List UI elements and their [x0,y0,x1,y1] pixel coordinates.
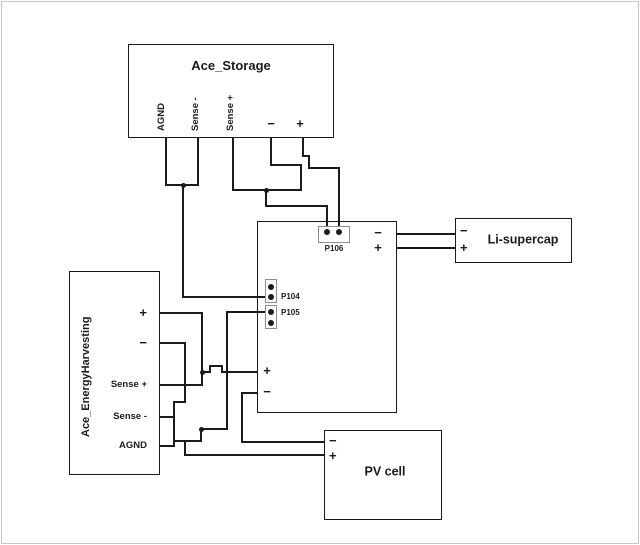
harvesting-pin-sense-minus: Sense - [113,411,147,423]
wire-segment [241,441,325,443]
harvesting-pin-minus: − [139,335,147,351]
ace-storage-box [128,44,334,138]
supercap-pin-plus: + [460,240,468,256]
wire-segment [165,137,167,186]
wire-segment [209,365,223,367]
wire-segment [200,428,228,430]
board-right-plus: + [374,240,382,256]
pv-pin-minus: − [329,433,337,449]
wire-segment [265,205,328,207]
harvesting-pin-sense-plus: Sense + [110,379,147,391]
storage-pin-plus: + [296,116,304,132]
wire-segment [221,371,258,373]
storage-pin-sense-plus: Sense + [225,94,237,131]
wire-segment [184,454,325,456]
supercap-title: Li-supercap [487,232,559,247]
junction-dot [180,182,186,188]
wire-segment [241,392,258,394]
p105-label: P105 [281,307,300,317]
main-board-box [257,221,397,413]
wire-segment [300,164,302,191]
storage-pin-sense-minus: Sense - [190,97,202,131]
wire-segment [197,137,199,186]
wire-segment [201,312,203,386]
junction-dot [199,369,205,375]
p105-connector-pin-dot [267,319,275,327]
wire-segment [302,137,304,157]
junction-dot [198,426,204,432]
wire-segment [159,384,203,386]
storage-title: Ace_Storage [191,58,271,74]
p105-connector-pin-dot [267,308,275,316]
wire-segment [396,233,456,235]
wire-segment [201,371,211,373]
harvesting-pin-agnd: AGND [119,440,147,452]
harvesting-pin-plus: + [139,305,147,321]
wire-segment [270,137,272,166]
wire-segment [173,401,186,403]
p104-label: P104 [281,291,300,301]
p106-connector [318,226,350,243]
p104-connector-pin-dot [267,293,275,301]
pv-pin-plus: + [329,448,337,464]
wire-segment [159,312,203,314]
storage-pin-agnd: AGND [156,103,168,131]
wire-segment [184,342,186,403]
wire-segment [265,189,267,207]
wire-segment [308,167,340,169]
wire-segment [182,296,268,298]
p106-label: P106 [324,243,344,253]
board-right-minus: − [374,225,382,241]
supercap-pin-minus: − [460,223,468,239]
junction-dot [263,187,269,193]
p106-connector-pin-dot [335,228,343,236]
wire-segment [173,401,175,447]
pv-cell-box [324,430,442,520]
board-left-plus: + [263,363,271,379]
wire-segment [173,440,202,442]
wire-segment [221,365,223,373]
wire-segment [326,205,328,232]
p106-connector-pin-dot [323,228,331,236]
wire-segment [182,184,184,298]
wire-segment [209,365,211,373]
wire-segment [241,392,243,443]
wire-segment [159,445,175,447]
board-left-minus: − [263,384,271,400]
wire-segment [184,440,186,456]
pv-title: PV cell [364,464,406,479]
wire-segment [270,164,302,166]
wire-segment [200,428,202,442]
wire-segment [308,155,310,169]
li-supercap-box [455,218,572,263]
harvesting-title: Ace_EnergyHarvesting [80,316,93,437]
wire-segment [232,137,234,191]
wire-segment [226,311,268,313]
wire-segment [338,167,340,232]
wire-segment [226,311,228,430]
wire-segment [159,416,175,418]
wire-segment [396,247,456,249]
storage-pin-minus: − [267,116,275,132]
wire-segment [159,342,186,344]
wire-segment [302,155,310,157]
energy-harvesting-box [69,271,160,475]
p104-connector-pin-dot [267,283,275,291]
